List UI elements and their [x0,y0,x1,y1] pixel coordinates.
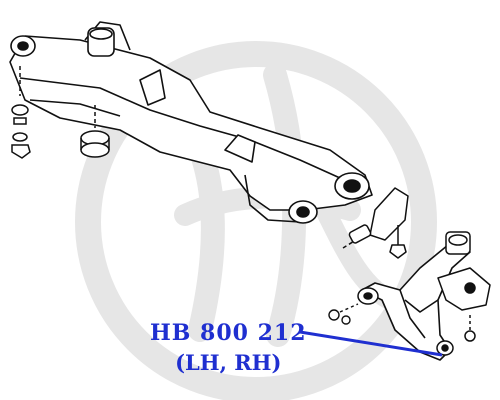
mounting-bracket [369,187,409,259]
part-number-label: HB 800 212 [150,320,307,346]
bushing-lower-right [288,200,318,224]
side-note-label: (LH, RH) [175,350,282,375]
lower-control-arm [361,237,471,361]
watermark-ring [75,41,437,400]
bolt-left [11,66,31,159]
ball-joint [436,340,454,356]
bushing-top [87,27,115,57]
callout-leader-line [299,330,443,357]
arm-bushing-front [357,287,379,305]
part-callout: HB 800 212 (LH, RH) [150,318,307,378]
bushing-right [334,172,370,200]
subframe-crossmember [9,21,373,223]
bushing-centre [80,105,110,158]
arm-bracket-plate [437,267,491,342]
arm-bushing-rear [445,231,471,255]
tie-rod [342,224,373,249]
bushing-left [10,35,36,57]
arm-bolt [328,303,359,325]
